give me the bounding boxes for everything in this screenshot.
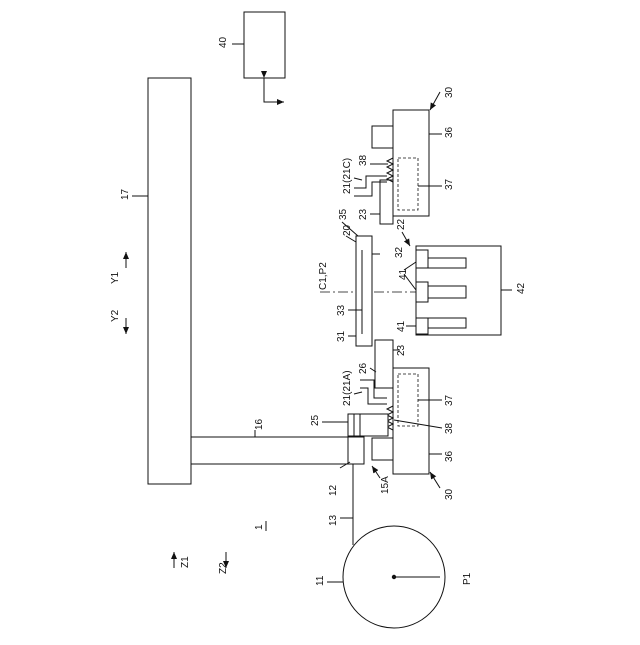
- leader-30-top: [430, 92, 440, 110]
- label-p1: P1: [462, 572, 473, 585]
- leader-41-top: [404, 262, 416, 270]
- label-26: 26: [358, 362, 369, 374]
- label-36-bottom: 36: [444, 450, 455, 462]
- spring-38-top: [387, 158, 393, 182]
- chuck-table-20: [356, 236, 372, 346]
- label-23-top: 23: [358, 208, 369, 220]
- figure-number: 1: [254, 524, 265, 530]
- label-30-top: 30: [444, 86, 455, 98]
- label-33: 33: [336, 304, 347, 316]
- leader-21c: [354, 178, 362, 180]
- pin-41-head-bottom: [416, 318, 428, 334]
- pad-23-top: [380, 180, 393, 224]
- label-c1p2: C1,P2: [318, 262, 329, 290]
- label-21c: 21(21C): [342, 158, 353, 194]
- label-37-top: 37: [444, 178, 455, 190]
- arm-16: [191, 437, 353, 464]
- label-13: 13: [328, 514, 339, 526]
- pad-23-bottom: [375, 340, 393, 388]
- leader-21a: [354, 392, 362, 394]
- label-42: 42: [516, 282, 527, 294]
- label-z2: Z2: [218, 562, 229, 574]
- bracket-bottom: [372, 438, 393, 460]
- controller-output-arrow: [264, 78, 284, 102]
- label-37-bottom: 37: [444, 394, 455, 406]
- label-38-bottom: 38: [444, 422, 455, 434]
- bracket-top: [372, 126, 393, 148]
- controller-box: [244, 12, 285, 78]
- label-16: 16: [254, 418, 265, 430]
- label-15a: 15A: [380, 476, 391, 494]
- beam-17: [148, 78, 191, 484]
- label-30-bottom: 30: [444, 488, 455, 500]
- label-36-top: 36: [444, 126, 455, 138]
- label-21a: 21(21A): [342, 370, 353, 406]
- label-y2: Y2: [110, 309, 121, 322]
- pin-41-head-mid: [416, 282, 428, 302]
- pin-41-head-top: [416, 250, 428, 268]
- label-41-bottom: 41: [396, 320, 407, 332]
- label-35: 35: [338, 208, 349, 220]
- label-25: 25: [310, 414, 321, 426]
- leader-22: [402, 232, 410, 246]
- label-22: 22: [396, 218, 407, 230]
- head-12: [348, 437, 364, 464]
- label-17: 17: [120, 188, 131, 200]
- label-z1: Z1: [180, 556, 191, 568]
- label-y1: Y1: [110, 271, 121, 284]
- label-31: 31: [336, 330, 347, 342]
- leader-30-bottom: [430, 472, 440, 488]
- label-32: 32: [394, 246, 405, 258]
- leader-41-mid: [404, 274, 416, 290]
- label-12: 12: [328, 484, 339, 496]
- leader-15a: [372, 466, 380, 478]
- label-38-top: 38: [358, 154, 369, 166]
- label-11: 11: [315, 575, 326, 586]
- label-40: 40: [218, 36, 229, 48]
